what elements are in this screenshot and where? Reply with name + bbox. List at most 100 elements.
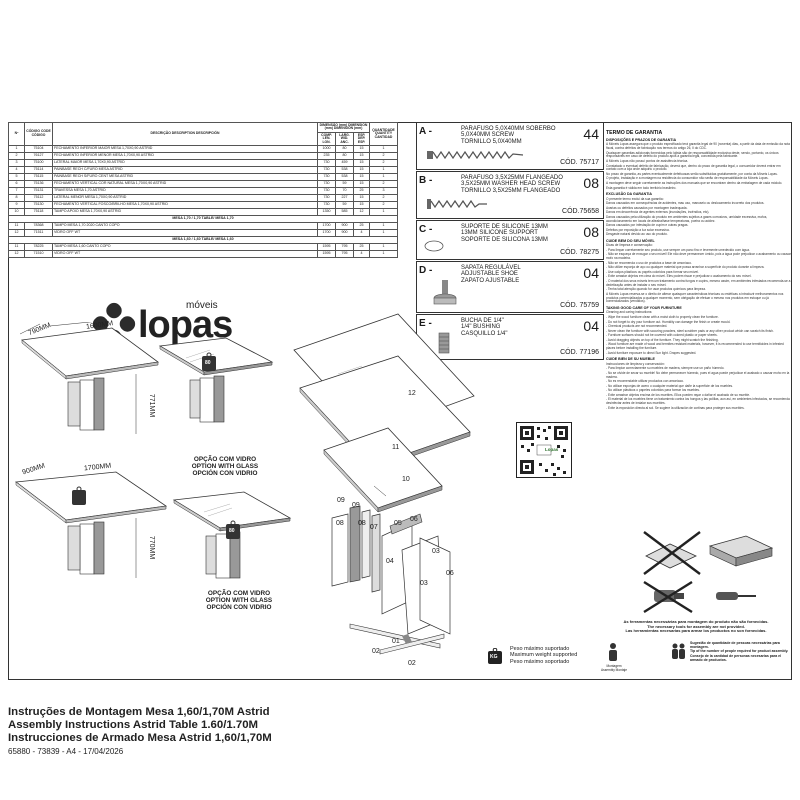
table-cell-comp: 1350 xyxy=(317,208,336,216)
part-label: 06 xyxy=(446,570,454,577)
document-code: 65880 - 73839 - A4 - 17/04/2026 xyxy=(8,746,124,756)
guarantee-paragraph: Instrucciones de limpieza y conservación… xyxy=(606,361,665,366)
part-label: 08 xyxy=(358,520,366,527)
guarantee-paragraph: Danos causados por infestação de cupim e… xyxy=(606,223,689,228)
guarantee-paragraph: - El material de los muebles tiene un tr… xyxy=(606,397,790,406)
hardware-code: CÓD. 75759 xyxy=(560,302,599,309)
table-cell-code: 75112 xyxy=(24,194,53,202)
tools-note-line: The necessary tools for assembly are not… xyxy=(647,623,745,629)
caption-line: OPTION WITH GLASS xyxy=(205,597,273,605)
table-cell-n: 9 xyxy=(8,201,25,209)
hardware-letter: D - xyxy=(419,265,433,276)
table-cell-qty: 1 xyxy=(369,208,398,216)
table-cell-code: 78225 xyxy=(24,243,53,251)
glass-option-caption: OPÇÃO COM VIDRO OPTION WITH GLASS OPCIÓN… xyxy=(170,456,280,477)
hardware-line: 13MM SILICONE SUPPORT xyxy=(461,230,538,237)
table-160-glass-drawing xyxy=(158,337,274,423)
weight-80-label: 80 xyxy=(229,528,235,534)
guarantee-paragraph: - Avoid dragging objects on top of the f… xyxy=(606,337,719,342)
hardware-description: BUCHA DE 1/4" 1/4" BUSHING CASQUILLO 1/4… xyxy=(461,318,571,337)
table-cell-n: 10 xyxy=(8,208,25,216)
guarantee-paragraph: A Móveis Lopas não possui pontos de assi… xyxy=(606,159,689,164)
hardware-item-a: A - PARAFUSO 5,0X40MM SOBERBO 5,0X40MM S… xyxy=(416,122,604,170)
dim-label-height-771: 771MM xyxy=(148,393,156,418)
dim-label-height-770: 770MM xyxy=(148,535,156,560)
table-cell-qty: 1 xyxy=(369,166,398,174)
table-cell-comp: 730 xyxy=(317,187,336,195)
table-cell-desc: TAMPO MESA 1,60 CANTO COPO xyxy=(52,243,318,251)
table-cell-qty: 3 xyxy=(369,187,398,195)
table-cell-comp: 730 xyxy=(317,201,336,209)
qr-code[interactable]: Lopas xyxy=(516,422,572,478)
table-cell-code: 75136 xyxy=(24,180,53,188)
guarantee-paragraph: - Não se esqueça de enxugar o seu móvel!… xyxy=(606,252,791,261)
table-cell-esp: 15 xyxy=(353,201,370,209)
table-cell-esp: 15 xyxy=(353,173,370,181)
table-160-dimension-drawing xyxy=(19,322,160,434)
part-label: 02 xyxy=(372,648,380,655)
table-cell-comp: 730 xyxy=(317,194,336,202)
part-label: 09 xyxy=(352,502,360,509)
caption-line: OPÇÃO COM VIDRO xyxy=(193,456,257,463)
table-cell-desc: PAINBASE RECH C/FURO MESA ASTRID xyxy=(52,166,318,174)
col-code: CÓDIGO CODE CÓDIGO xyxy=(24,122,53,146)
hardware-qty: 04 xyxy=(583,318,599,334)
table-cell-esp: 25 xyxy=(353,187,370,195)
guarantee-paragraph: Esta garantia é válida em todo territóri… xyxy=(606,185,677,190)
hardware-qty: 44 xyxy=(583,126,599,142)
hardware-line: 1/4" BUSHING xyxy=(461,324,501,331)
table-cell-comp: 730 xyxy=(317,159,336,167)
guarantee-paragraph: O presente termo exclui da sua garantia: xyxy=(606,196,664,201)
caption-line: OPÇÃO COM VIDRO xyxy=(207,590,271,597)
hardware-line: TORNILLO 5,0X40MM xyxy=(461,138,522,145)
guarantee-paragraph: - No se olvide de secar su mueble! No de… xyxy=(606,370,790,379)
hardware-item-c: C - SUPORTE DE SILICONE 13MM 13MM SILICO… xyxy=(416,220,604,260)
part-label: 07 xyxy=(370,524,378,531)
table-cell-code: 71510 xyxy=(24,250,53,258)
table-cell-larg: 795 xyxy=(335,243,354,251)
table-cell-desc: VIDRO OFF WT xyxy=(52,229,318,237)
table-cell-qty: 2 xyxy=(369,152,398,160)
max-weight-line: Peso máximo soportado xyxy=(510,658,570,665)
guarantee-paragraph: - Para limpar corretamente seu produto, … xyxy=(606,247,750,252)
guarantee-paragraph: Danos causados pela utilização do produt… xyxy=(606,214,768,223)
hardware-line: SAPATA REGULÁVEL xyxy=(461,265,521,271)
table-cell-code: 78368 xyxy=(24,222,53,230)
guarantee-paragraph: - Não utilize esponja de aço ou qualquer… xyxy=(606,265,765,270)
guarantee-paragraph: No prazo de garantia, as partes eventual… xyxy=(606,171,778,176)
part-label: 04 xyxy=(386,558,394,565)
hardware-code: CÓD. 75717 xyxy=(560,159,599,166)
guarantee-paragraph: Avarias ou defeitos causados por montage… xyxy=(606,205,688,210)
people-suggestion-line: Sugestão de quantidade de pessoas necess… xyxy=(690,641,780,650)
part-label: 05 xyxy=(394,520,402,527)
document-titles: Instruções de Montagem Mesa 1,60/1,70M A… xyxy=(8,706,338,756)
guarantee-paragraph: - Wipe the wood furniture clean with a m… xyxy=(606,314,719,319)
table-cell-n: 2 xyxy=(8,152,25,160)
qr-brand-label: Lopas xyxy=(545,447,559,452)
table-cell-n: 11 xyxy=(8,243,25,251)
table-cell-desc: FECHAMENTO INFERIOR MAIOR MESA 1,70X0,90… xyxy=(52,145,318,153)
guarantee-paragraph: Desgaste natural devido ao uso do produt… xyxy=(606,232,668,237)
guarantee-paragraph: - O material dos seus móveis tem um trat… xyxy=(606,279,791,287)
guarantee-paragraph: - No utilizar plásticos o papeles colori… xyxy=(606,388,700,393)
people-suggestion: Sugestão de quantidade de pessoas necess… xyxy=(690,641,790,662)
hardware-code: CÓD.75658 xyxy=(562,208,599,215)
guarantee-paragraph: - Evite arrastar objetos em cima do móve… xyxy=(606,274,752,279)
col-desc: DESCRIÇÃO DESCRIPTION DESCRIPCIÓN xyxy=(52,122,318,146)
table-cell-qty: 1 xyxy=(369,222,398,230)
hardware-letter: B - xyxy=(419,175,433,186)
caption-line: OPTION WITH GLASS xyxy=(191,463,259,471)
table-cell-larg: 227 xyxy=(335,194,354,202)
table-cell-qty: 2 xyxy=(369,201,398,209)
table-cell-larg: 538 xyxy=(335,166,354,174)
weight-80-badge-icon xyxy=(202,352,216,371)
col-dims: DIMENSÃO (mm) DIMENSION (mm) DIMENSIÓN (… xyxy=(317,122,370,133)
table-cell-larg: 459 xyxy=(335,159,354,167)
table-cell-desc: FECHAMENTO VERTICAL FOSCO/BRILHO MESA 1,… xyxy=(52,201,318,209)
